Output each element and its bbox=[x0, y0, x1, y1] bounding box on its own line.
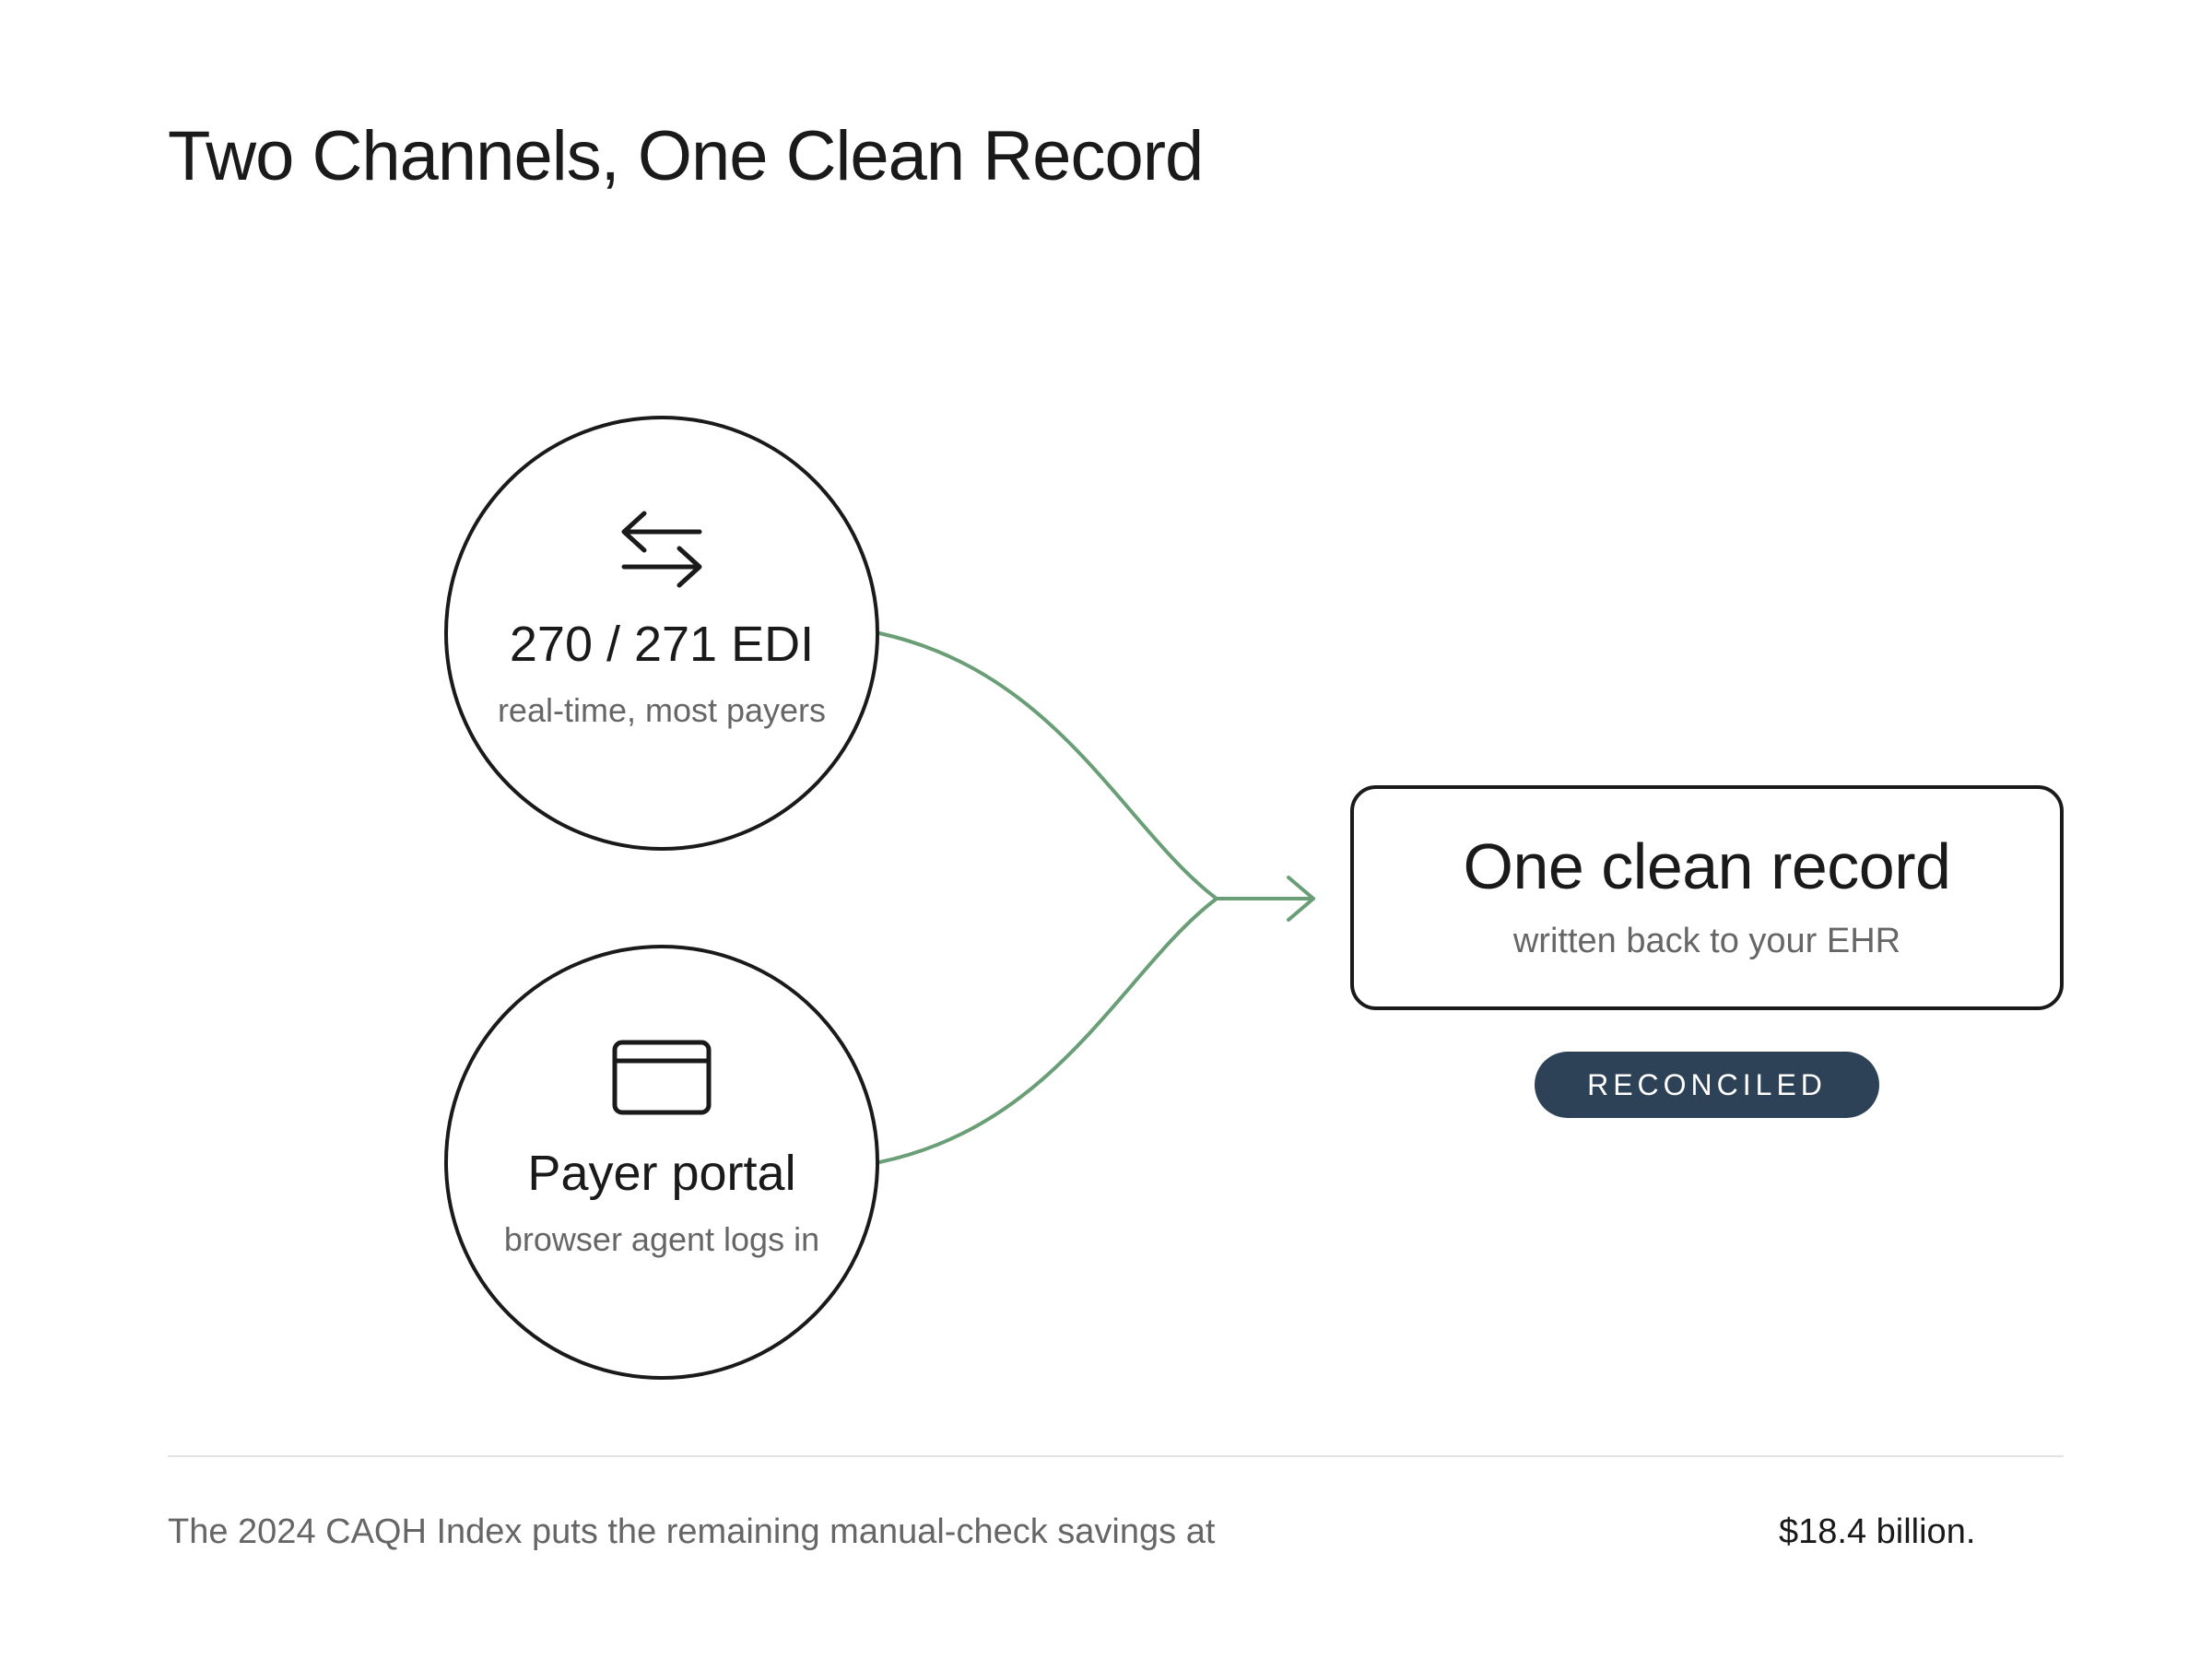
status-badge: RECONCILED bbox=[1535, 1052, 1879, 1118]
arrowhead-icon bbox=[1287, 876, 1315, 922]
footer-value: $18.4 billion. bbox=[1779, 1512, 1976, 1551]
portal-channel-subtitle: browser agent logs in bbox=[503, 1220, 820, 1258]
clean-record-box: One clean record written back to your EH… bbox=[1350, 785, 2064, 1010]
divider bbox=[168, 1455, 2064, 1457]
footer-note: The 2024 CAQH Index puts the remaining m… bbox=[168, 1512, 1216, 1551]
portal-channel-node: Payer portal browser agent logs in bbox=[444, 945, 879, 1380]
edi-channel-node: 270 / 271 EDI real-time, most payers bbox=[444, 416, 879, 851]
card-window-icon bbox=[612, 1040, 712, 1115]
connector-edi bbox=[877, 631, 1218, 900]
edi-channel-subtitle: real-time, most payers bbox=[497, 691, 827, 729]
page-title: Two Channels, One Clean Record bbox=[168, 117, 1204, 195]
clean-record-subtitle: written back to your EHR bbox=[1512, 922, 1901, 960]
edi-channel-title: 270 / 271 EDI bbox=[509, 617, 815, 672]
clean-record-title: One clean record bbox=[1463, 830, 1951, 902]
connector-portal bbox=[877, 897, 1218, 1164]
portal-channel-title: Payer portal bbox=[527, 1146, 796, 1201]
swap-arrows-icon bbox=[621, 511, 702, 588]
